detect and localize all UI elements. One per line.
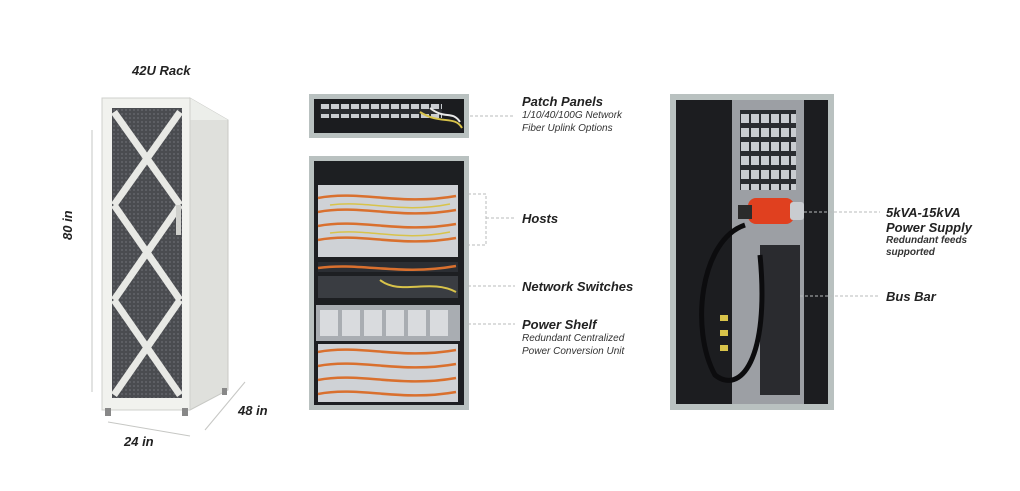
callout-hosts: Hosts [522, 211, 559, 226]
callout-power-shelf: Power Shelf Redundant Centralized Power … [522, 317, 624, 358]
power-supply-title1: 5kVA-15kVA [886, 205, 961, 220]
callout-leaders [468, 115, 880, 325]
patch-panels-line2: Fiber Uplink Options [522, 123, 613, 134]
callout-patch-panels: Patch Panels 1/10/40/100G Network Fiber … [522, 94, 622, 135]
power-supply-line1: Redundant feeds [886, 235, 968, 246]
power-shelf-line1: Redundant Centralized [522, 333, 625, 344]
callout-network-switches: Network Switches [522, 279, 634, 294]
dimension-lines [91, 130, 246, 437]
rack-depth-label: 48 in [238, 403, 268, 418]
rack-width-label: 24 in [124, 434, 154, 449]
power-shelf-line2: Power Conversion Unit [522, 346, 625, 357]
power-busbar-photo [670, 94, 834, 410]
patch-panels-title: Patch Panels [522, 94, 603, 109]
callout-bus-bar: Bus Bar [886, 289, 936, 304]
rack-height-label: 80 in [60, 210, 75, 240]
callout-power-supply: 5kVA-15kVA Power Supply Redundant feeds … [886, 205, 972, 259]
rack-internals-photo [309, 156, 469, 410]
power-supply-line2: supported [886, 247, 935, 258]
power-shelf-title: Power Shelf [522, 317, 597, 332]
power-supply-title2: Power Supply [886, 220, 972, 235]
rack-illustration [101, 97, 229, 416]
patch-panels-line1: 1/10/40/100G Network [522, 110, 623, 121]
patch-panel-photo [309, 94, 469, 138]
rack-title: 42U Rack [132, 63, 191, 78]
